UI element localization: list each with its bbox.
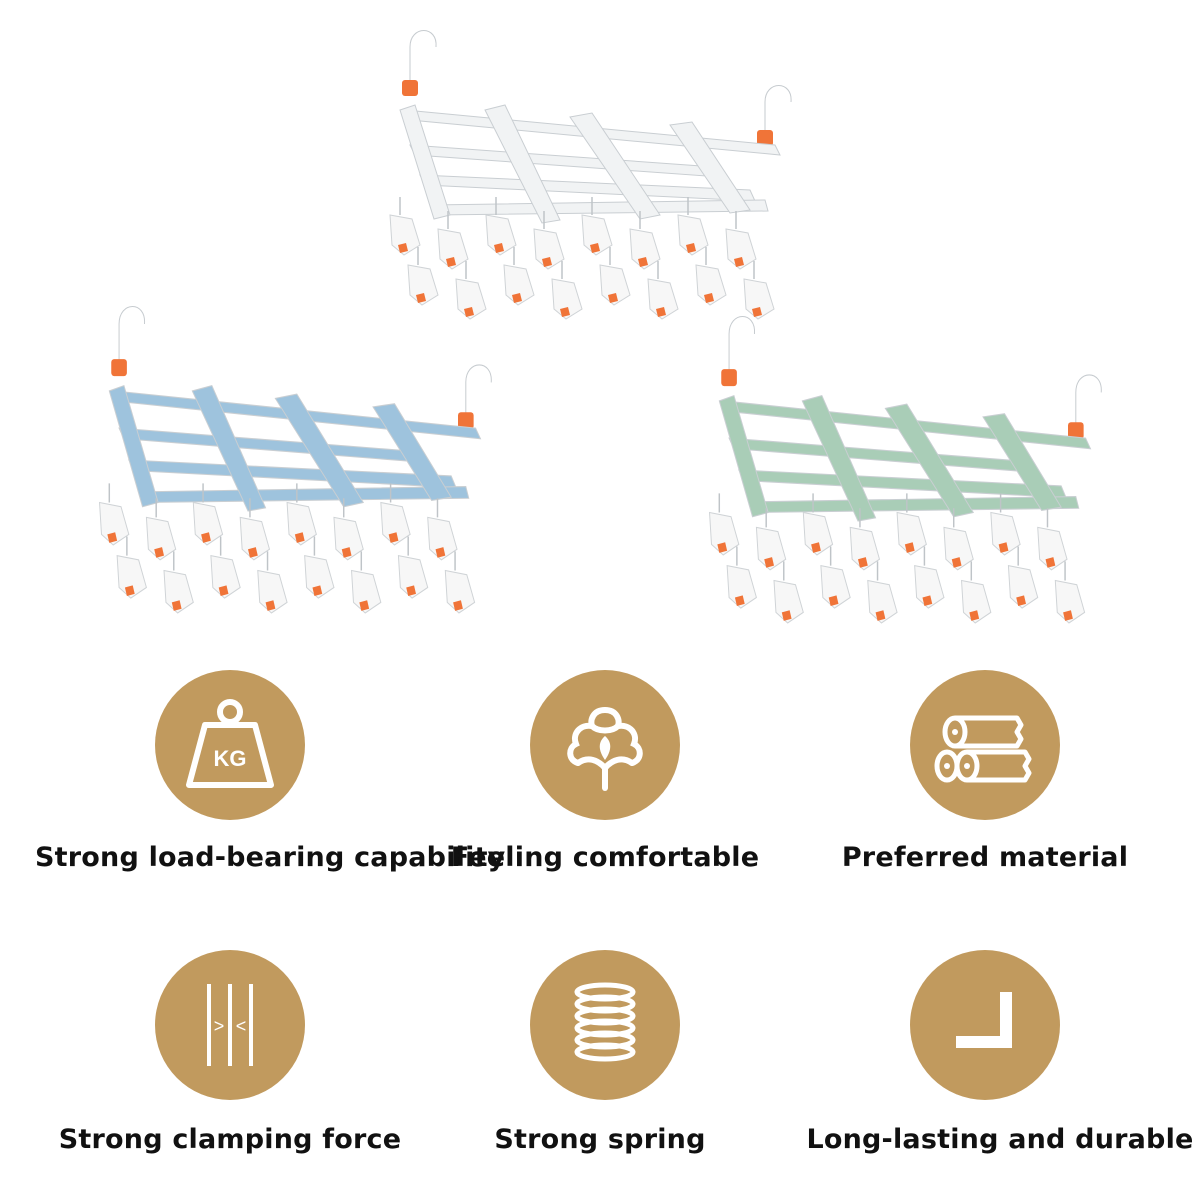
corner-icon xyxy=(910,950,1060,1100)
feature-load-bearing: KG Strong load-bearing capability xyxy=(35,670,505,873)
kg-icon-text: KG xyxy=(214,746,247,771)
blue-hanger-image xyxy=(80,290,500,630)
arrow-right-icon: > xyxy=(214,1016,225,1036)
weight-kg-icon: KG xyxy=(155,670,305,820)
feature-label: Long-lasting and durable xyxy=(806,1124,1194,1155)
logs-icon xyxy=(910,670,1060,820)
cotton-icon xyxy=(530,670,680,820)
feature-material: Preferred material xyxy=(785,670,1185,873)
feature-label: Strong spring xyxy=(494,1124,706,1155)
white-hanger-image xyxy=(370,15,800,335)
clamp-icon: > < xyxy=(155,950,305,1100)
spring-icon xyxy=(530,950,680,1100)
feature-label: Strong clamping force xyxy=(58,1124,402,1155)
feature-label: Strong load-bearing capability xyxy=(35,842,506,873)
feature-clamping: > < Strong clamping force xyxy=(30,950,430,1155)
green-hanger-image xyxy=(690,300,1110,640)
arrow-left-icon: < xyxy=(236,1016,247,1036)
feature-spring: Strong spring xyxy=(400,950,800,1155)
feature-comfortable: Feeling comfortable xyxy=(405,670,805,873)
feature-durable: Long-lasting and durable xyxy=(800,950,1200,1155)
feature-label: Feeling comfortable xyxy=(450,842,760,873)
feature-label: Preferred material xyxy=(841,842,1129,873)
